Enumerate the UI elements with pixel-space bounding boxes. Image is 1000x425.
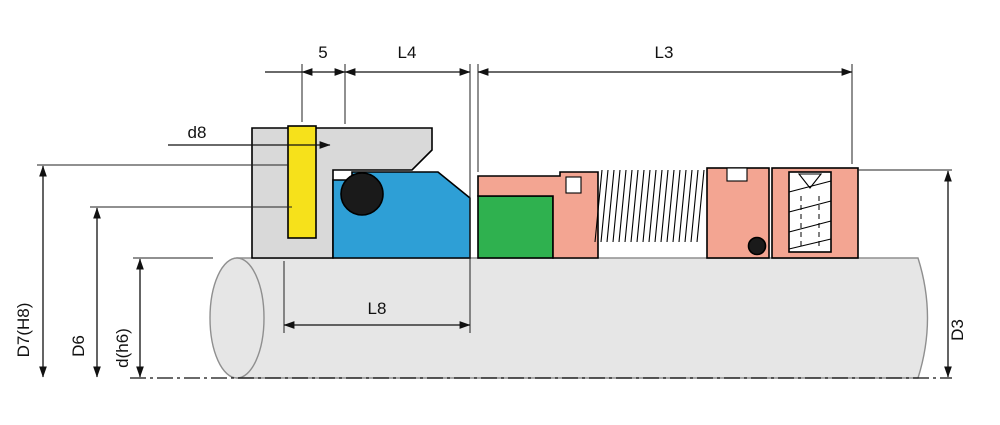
dim-label-l3: L3: [655, 43, 674, 62]
dim-label-d8: d8: [188, 123, 207, 142]
o-ring-small: [747, 236, 767, 256]
o-ring: [340, 172, 384, 216]
set-screw-socket: [797, 173, 823, 189]
collar-notch: [726, 167, 748, 182]
dim-label-l4: L4: [398, 43, 417, 62]
shaft-end-ellipse: [209, 257, 265, 379]
dim-label-dh6: d(h6): [113, 328, 132, 368]
dim-label-d3: D3: [948, 319, 967, 341]
dim-label-d6: D6: [69, 335, 88, 357]
shaft-body: [236, 257, 929, 379]
dim-label-d7h8: D7(H8): [14, 303, 33, 358]
retainer-notch: [565, 176, 582, 194]
spring: [594, 169, 705, 243]
dimension-lines: [39, 68, 952, 378]
dim-label-l8: L8: [368, 299, 387, 318]
extension-lines: [37, 64, 952, 333]
set-screw-threads: [788, 180, 832, 250]
set-screw: [788, 171, 832, 253]
seal-face: [477, 195, 554, 259]
gasket: [287, 125, 317, 239]
dim-label-5: 5: [318, 43, 327, 62]
